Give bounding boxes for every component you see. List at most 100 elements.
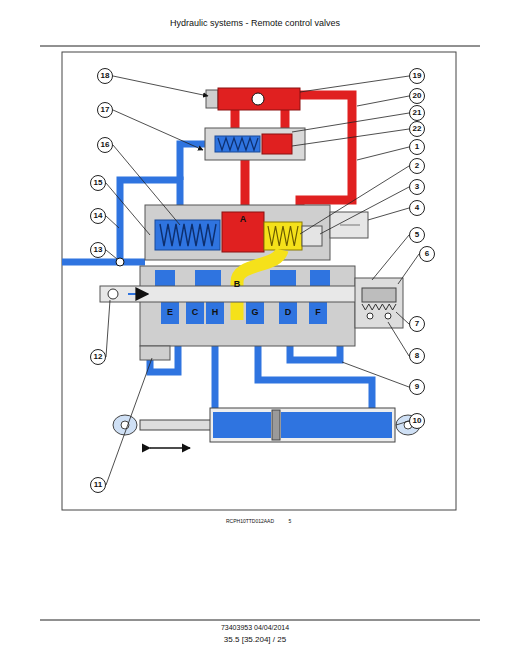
hydraulic-cylinder — [281, 412, 392, 438]
hydraulic-cylinder — [272, 410, 280, 440]
hydraulic-cylinder — [113, 408, 420, 448]
page-rule — [40, 46, 480, 620]
pilot-valve-block — [205, 128, 305, 160]
leader-line — [106, 183, 150, 235]
valve-body — [195, 270, 221, 286]
port-letter: H — [212, 308, 219, 318]
pilot-channel — [237, 250, 282, 320]
detent-mechanism — [385, 313, 391, 319]
detent-mechanism — [355, 278, 403, 328]
valve-body — [310, 270, 330, 286]
valve-body — [155, 270, 175, 286]
spring — [268, 226, 298, 246]
page-rule — [40, 46, 480, 47]
leader-line — [113, 145, 180, 225]
check-valve-block — [218, 88, 300, 110]
callout-number: 3 — [415, 183, 419, 191]
port-letter: A — [240, 215, 247, 225]
pilot-channel — [237, 250, 282, 320]
callout-number: 8 — [415, 352, 419, 360]
callout-number: 17 — [101, 106, 110, 114]
callout-circle: 22 — [409, 121, 425, 137]
callout-number: 10 — [413, 417, 422, 425]
leader-line — [372, 235, 409, 280]
callout-circle: 20 — [409, 88, 425, 104]
leader-line — [300, 76, 409, 92]
check-valve-block — [206, 88, 300, 110]
upper-housing — [302, 226, 322, 246]
page-title: Hydraulic systems - Remote control valve… — [0, 18, 510, 28]
spring — [160, 224, 216, 246]
red-pressure-line — [231, 110, 240, 130]
port-letter: B — [234, 280, 241, 290]
cover-box — [330, 212, 368, 238]
callout-circle: 13 — [90, 242, 106, 258]
pilot-valve-block — [262, 134, 292, 154]
callout-number: 16 — [101, 141, 110, 149]
figure-frame — [62, 52, 456, 510]
callout-number: 6 — [425, 250, 429, 258]
spring — [218, 138, 258, 150]
pilot-valve-block — [205, 128, 305, 160]
port-letter: E — [167, 308, 173, 318]
callout-number: 20 — [413, 92, 422, 100]
callout-circle: 18 — [97, 68, 113, 84]
callout-number: 4 — [415, 204, 419, 212]
spool — [128, 293, 148, 295]
figure-code: RCPH10TTD012AAD — [226, 519, 274, 525]
valve-body — [270, 270, 296, 286]
port-letter: F — [315, 308, 321, 318]
leader-line — [396, 312, 409, 324]
leader-line — [106, 358, 152, 485]
valve-body — [186, 302, 204, 324]
callout-number: 11 — [94, 481, 102, 489]
leader-line — [357, 147, 409, 160]
detent-mechanism — [355, 278, 403, 328]
valve-body — [140, 346, 170, 360]
check-valve-block — [252, 93, 264, 105]
callout-circle: 10 — [409, 413, 425, 429]
detent-mechanism — [367, 313, 373, 319]
leader-line — [300, 166, 409, 234]
valve-body — [206, 302, 224, 324]
leader-line — [320, 187, 409, 234]
hydraulic-cylinder — [150, 447, 190, 448]
callout-circle: 14 — [90, 208, 106, 224]
hydraulic-cylinder — [213, 412, 271, 438]
leader-line — [113, 76, 208, 96]
blue-return-line — [62, 144, 372, 410]
callout-number: 18 — [101, 72, 110, 80]
page-rule — [40, 620, 480, 621]
callout-circle: 17 — [97, 102, 113, 118]
leader-line — [396, 421, 409, 425]
spool — [108, 289, 118, 299]
callout-number: 12 — [94, 353, 103, 361]
leader-line — [113, 110, 203, 150]
leader-line — [106, 250, 117, 259]
callout-circle: 3 — [409, 179, 425, 195]
port-letter: G — [251, 308, 258, 318]
port-letter: D — [285, 308, 292, 318]
valve-body — [246, 302, 264, 324]
spring — [218, 138, 258, 150]
callout-number: 5 — [415, 231, 419, 239]
callout-circle: 5 — [409, 227, 425, 243]
callout-number: 14 — [94, 212, 103, 220]
leader-line — [368, 208, 409, 220]
port-letter: C — [192, 308, 199, 318]
spring — [362, 304, 396, 310]
upper-housing — [264, 222, 302, 250]
callout-number: 19 — [413, 72, 422, 80]
spool — [100, 286, 390, 302]
leader-line — [398, 254, 419, 284]
upper-housing — [155, 220, 220, 250]
cover-box — [330, 212, 368, 238]
valve-body — [161, 302, 179, 324]
spring — [160, 224, 216, 246]
cover-box — [340, 225, 360, 226]
leader-line — [292, 129, 409, 146]
page-number: 35.5 [35.204] / 25 — [224, 636, 286, 645]
detent-mechanism — [362, 288, 396, 302]
